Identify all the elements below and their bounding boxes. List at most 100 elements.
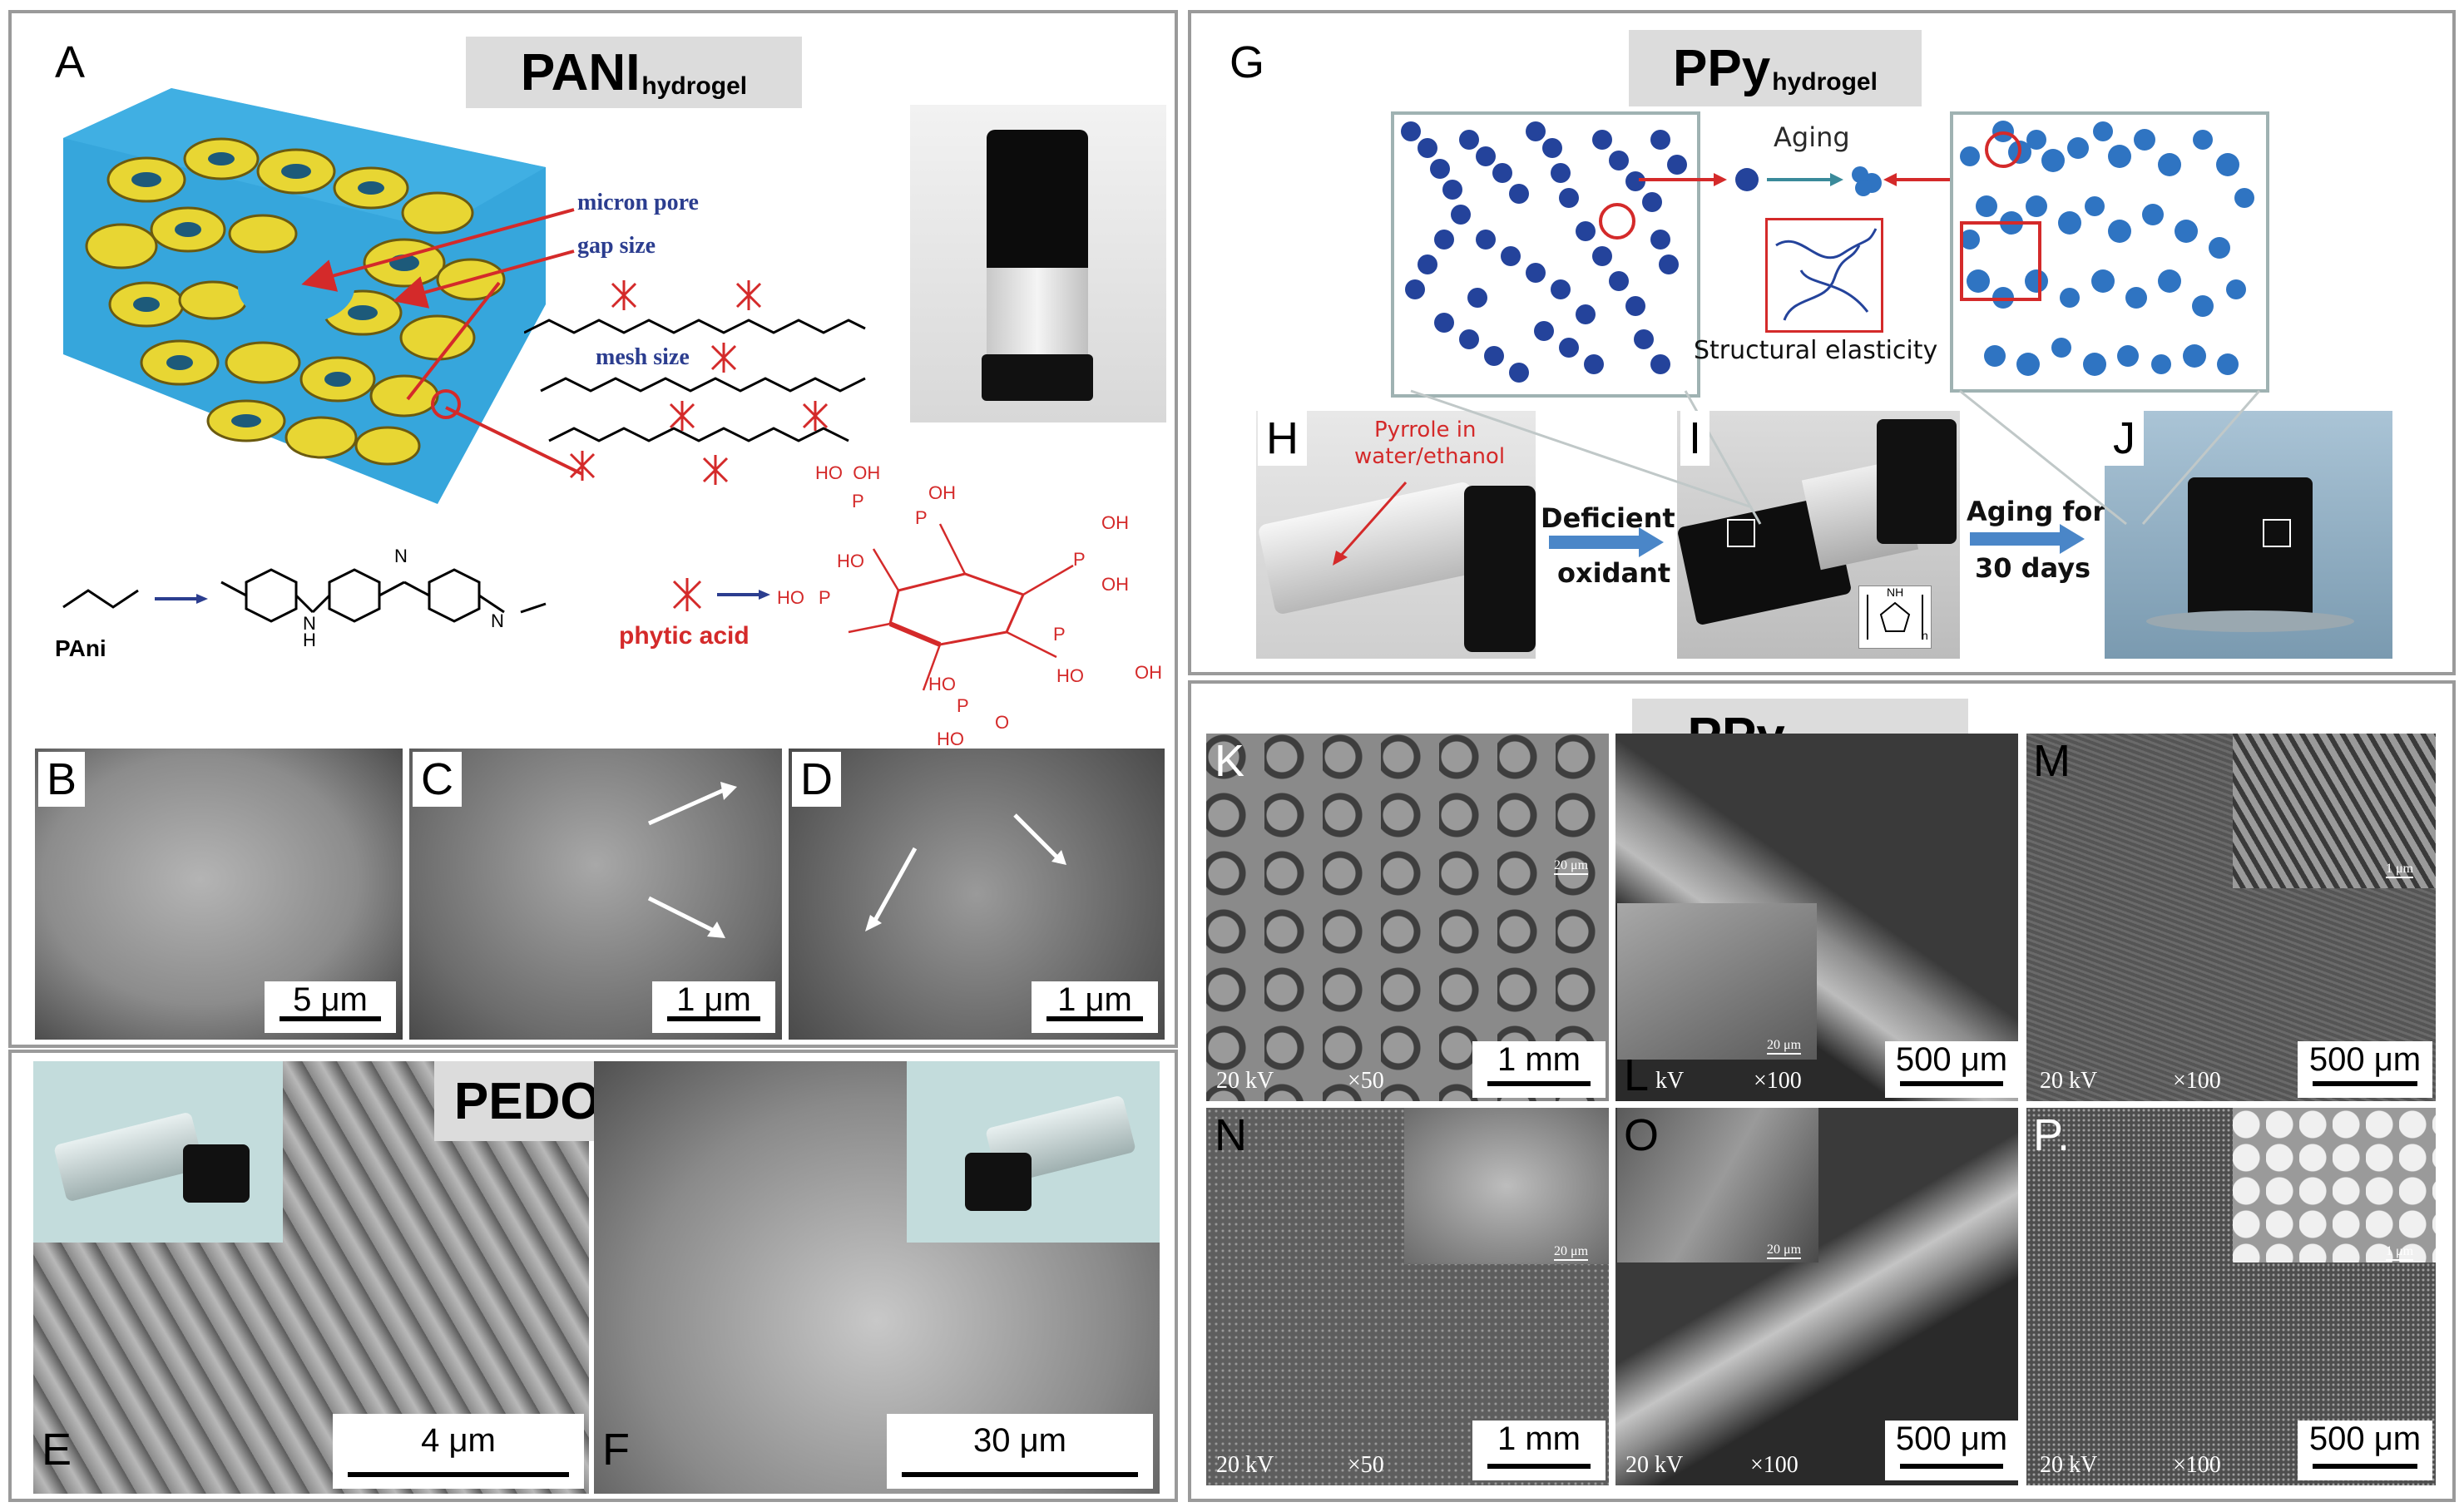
phytic-acid-structure — [848, 523, 1074, 691]
inset-scale-o: 20 μm — [1767, 1243, 1802, 1259]
scale-bar-o-text: 500 μm — [1895, 1421, 2008, 1457]
phytic-text-14: HO — [928, 674, 956, 694]
panel-label-l: L — [1624, 1050, 1650, 1100]
phytic-text-5: HO — [837, 551, 864, 571]
ppy-chain-box-left — [1391, 111, 1700, 398]
deficient-oxidant-arrow — [1549, 527, 1664, 557]
phytic-text-11: P — [1053, 624, 1066, 645]
photo-j-ppy-aged-gel — [2105, 411, 2392, 659]
scale-bar-m-text: 500 μm — [2308, 1041, 2422, 1078]
phytic-text-2: P — [852, 491, 864, 511]
pani-structure — [62, 568, 547, 623]
label-pyrrole-line2: water/ethanol — [1354, 444, 1506, 469]
panel-label-o: O — [1624, 1110, 1660, 1160]
panel-label-a: A — [55, 37, 86, 87]
sem-k-footer-kv: 20 kV — [1216, 1068, 1274, 1094]
panel-label-f: F — [602, 1425, 630, 1475]
phytic-text-15: P — [957, 695, 969, 716]
scale-bar-b: 5 μm — [265, 981, 396, 1033]
sem-l-footer-kv: kV — [1655, 1068, 1685, 1094]
inset-scale-l: 20 μm — [1767, 1038, 1802, 1055]
sem-m-footer-kv: 20 kV — [2040, 1068, 2098, 1094]
elasticity-inset-box — [1765, 218, 1883, 333]
label-imine-n1: N — [394, 546, 408, 566]
label-pani: PAni — [55, 635, 106, 661]
sem-o-inset — [1617, 1108, 1818, 1262]
phytic-text-17: HO — [937, 729, 964, 749]
j-platform — [2146, 610, 2354, 632]
pyrrole-nh: NH — [1887, 586, 1904, 599]
h-vial-cap — [1464, 486, 1536, 652]
panel-label-k: K — [1215, 736, 1245, 786]
sem-m-footer-mag: ×100 — [2173, 1068, 2221, 1094]
sem-panel-k — [1206, 734, 1609, 1101]
phytic-text-6: OH — [1101, 512, 1129, 533]
sem-n-inset — [1404, 1108, 1609, 1264]
aging-days-arrow — [1970, 524, 2085, 554]
sem-k-footer-mag: ×50 — [1348, 1068, 1384, 1094]
phytic-text-8: OH — [1101, 574, 1129, 595]
frame-pedot-section — [8, 1050, 1178, 1502]
inset-scale-m: 1 μm — [2386, 862, 2414, 878]
phytic-text-7: P — [1073, 549, 1086, 570]
phytic-text-12: OH — [1135, 662, 1162, 683]
scale-bar-f: 30 μm — [887, 1414, 1153, 1489]
phytic-text-10: P — [819, 587, 831, 608]
inset-scale-k: 20 μm — [1554, 858, 1589, 875]
scale-bar-d: 1 μm — [1032, 981, 1158, 1033]
sem-n-footer-mag: ×50 — [1348, 1452, 1384, 1478]
scale-bar-n: 1 mm — [1472, 1421, 1606, 1480]
mesh-zoom-circle — [431, 389, 461, 419]
pyrrole-ring — [1867, 595, 1923, 640]
header-sub-text: hydrogel — [641, 72, 748, 100]
label-imine-n2: N — [491, 610, 504, 631]
panel-label-c: C — [413, 752, 462, 807]
panel-label-j: J — [2105, 411, 2144, 466]
pedot-vial-photo-f — [907, 1061, 1160, 1243]
pani-vial-photo — [910, 105, 1166, 422]
vial-black-gel — [987, 130, 1088, 273]
ppy-chain-beads-left — [1401, 121, 1687, 383]
sem-n-footer-kv: 20 kV — [1216, 1452, 1274, 1478]
inset-scale-p: 1 μm — [2386, 1244, 2414, 1261]
scale-bar-k-text: 1 mm — [1497, 1041, 1581, 1078]
scale-bar-e: 4 μm — [333, 1414, 584, 1489]
sem-p-footer-mag: ×100 — [2173, 1452, 2221, 1478]
scale-bar-p: 500 μm — [2298, 1421, 2432, 1480]
phytic-text-9: HO — [777, 587, 804, 608]
phytic-asterisk-arrow — [672, 578, 770, 611]
panel-label-b: B — [38, 752, 86, 807]
frame-ppy-hydrogel-section — [1188, 10, 2456, 675]
label-thirty-days: 30 days — [1975, 552, 2091, 584]
label-micron-pore: micron pore — [577, 190, 699, 215]
panel-label-m: M — [2033, 736, 2071, 786]
header-ppy-h-sub-text: hydrogel — [1772, 68, 1878, 96]
label-aging: Aging — [1774, 121, 1850, 153]
pedot-vial-photo-e — [33, 1061, 283, 1243]
g-connector-lines — [1410, 389, 2261, 526]
phytic-text-3: OH — [928, 482, 956, 503]
scale-bar-f-text: 30 μm — [973, 1422, 1066, 1459]
label-phytic-acid: phytic acid — [619, 622, 750, 650]
scale-bar-k: 1 mm — [1472, 1041, 1606, 1098]
header-main-text: PANI — [520, 43, 641, 101]
phytic-text-1: HO OH — [815, 462, 881, 483]
j-zoom-square — [2263, 519, 2291, 547]
label-structural-elasticity: Structural elasticity — [1694, 336, 1938, 365]
panel-label-n: N — [1215, 1110, 1247, 1160]
scale-bar-m: 500 μm — [2298, 1041, 2432, 1098]
phytic-text-4: P — [915, 507, 928, 528]
ppy-chain-beads-right — [1960, 121, 2254, 376]
pyrrole-arrow — [1333, 482, 1408, 566]
sem-p-inset — [2233, 1108, 2436, 1262]
network-yellow-struts — [85, 137, 506, 466]
pani-annotation-arrows — [301, 208, 583, 476]
elasticity-curves — [1775, 228, 1878, 321]
sem-l-footer-mag: ×100 — [1754, 1068, 1802, 1094]
inset-scale-n: 20 μm — [1554, 1244, 1589, 1261]
scale-bar-p-text: 500 μm — [2308, 1421, 2422, 1457]
panel-label-d: D — [792, 752, 841, 807]
